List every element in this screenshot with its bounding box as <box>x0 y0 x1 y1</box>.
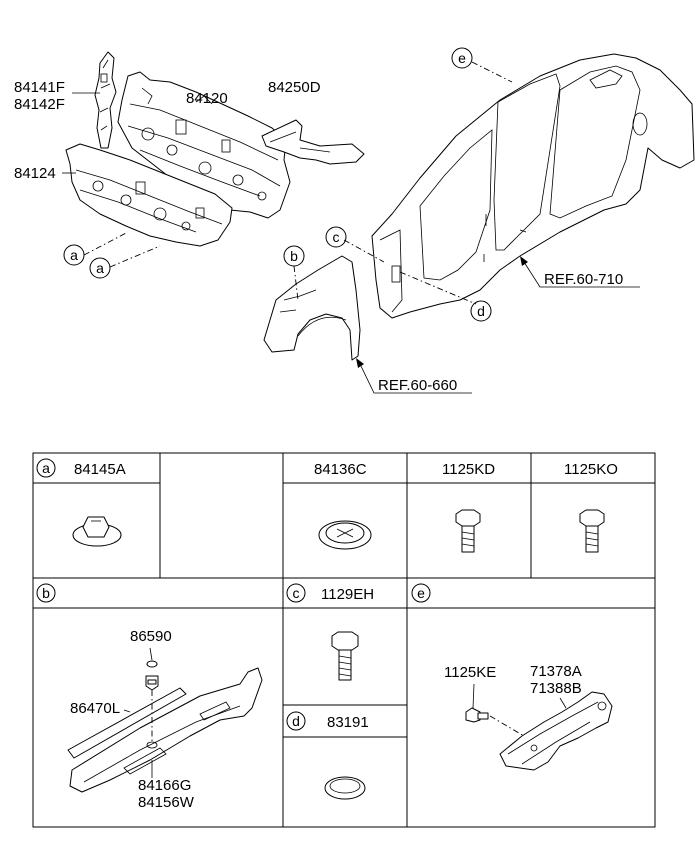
label-86470L: 86470L <box>70 700 120 717</box>
ref-60-710: REF.60-710 <box>544 271 623 288</box>
leader-86590-label <box>149 647 153 661</box>
label-84124: 84124 <box>14 165 56 182</box>
table-b-circle <box>36 583 56 603</box>
sill-trim-assembly-drawing <box>67 667 263 793</box>
bolt-1129EH-icon <box>331 631 359 681</box>
callout-a-1: a <box>70 247 78 263</box>
clip-86590-icon <box>145 660 159 691</box>
table-d-letter: d <box>292 713 300 729</box>
callout-d: d <box>477 303 485 319</box>
nut-84145A-icon <box>72 516 122 547</box>
grommet-84136C-icon <box>318 520 372 550</box>
leader-d <box>399 271 477 305</box>
parts-table-grid <box>32 452 656 828</box>
arrow-ref-660 <box>356 358 364 368</box>
dash-panel-84124-drawing <box>65 143 233 247</box>
table-1125KO-part: 1125KO <box>564 461 618 478</box>
leader-ref-710 <box>523 261 640 288</box>
table-84136C-part: 84136C <box>314 461 367 478</box>
leader-71378A <box>559 697 567 709</box>
label-84142F: 84142F <box>14 96 65 113</box>
bolt-1125KE-icon <box>465 707 489 723</box>
bolt-1125KO-icon <box>579 509 605 553</box>
leader-ref-660 <box>359 363 472 394</box>
table-a-circle <box>36 458 56 478</box>
arrow-ref-710 <box>520 256 528 266</box>
table-c-circle <box>286 583 306 603</box>
callout-a-2: a <box>96 260 104 276</box>
bracket-84141F-drawing <box>94 51 117 149</box>
callout-c: c <box>333 229 340 245</box>
label-71378A: 71378A <box>530 663 582 680</box>
leader-86470L <box>123 709 131 713</box>
label-84120: 84120 <box>186 90 228 107</box>
callout-d-circle <box>470 300 492 322</box>
car-body-side-drawing <box>371 53 695 319</box>
table-a-letter: a <box>42 460 50 476</box>
ref-60-660: REF.60-660 <box>378 377 457 394</box>
pad-84250D-drawing <box>261 119 365 165</box>
table-d-circle <box>286 711 306 731</box>
leader-e <box>471 61 513 83</box>
table-1125KD-part: 1125KD <box>442 461 495 478</box>
callout-b: b <box>290 248 298 264</box>
callout-c-circle <box>325 226 347 248</box>
table-c-letter: c <box>293 585 300 601</box>
table-a-part: 84145A <box>74 461 126 478</box>
table-c-part: 1129EH <box>321 586 374 603</box>
table-d-part: 83191 <box>327 714 369 731</box>
label-84250D: 84250D <box>268 79 321 96</box>
callout-a-2-circle <box>89 257 111 279</box>
dash-panel-84120-drawing <box>117 71 291 219</box>
leader-1125KE <box>472 683 475 709</box>
fender-drawing <box>263 255 361 361</box>
callout-e: e <box>458 50 466 66</box>
bracket-71378A-drawing <box>499 691 613 771</box>
table-e-circle <box>411 583 431 603</box>
leader-b <box>293 265 299 301</box>
table-e-letter: e <box>417 585 425 601</box>
label-86590: 86590 <box>130 628 172 645</box>
leader-a-1 <box>83 231 129 256</box>
plug-83191-icon <box>324 776 366 800</box>
callout-e-circle <box>451 47 473 69</box>
table-b-letter: b <box>42 585 50 601</box>
bolt-1125KD-icon <box>455 509 481 553</box>
label-84156W: 84156W <box>138 794 195 811</box>
leader-1125KE-dash <box>489 715 525 737</box>
label-1125KE: 1125KE <box>444 664 496 681</box>
leader-a-2 <box>109 245 161 268</box>
leader-c <box>343 239 385 263</box>
label-84166G: 84166G <box>138 777 191 794</box>
callout-b-circle <box>283 245 305 267</box>
label-71388B: 71388B <box>530 680 582 697</box>
callout-a-1-circle <box>63 244 85 266</box>
label-84141F: 84141F <box>14 79 65 96</box>
